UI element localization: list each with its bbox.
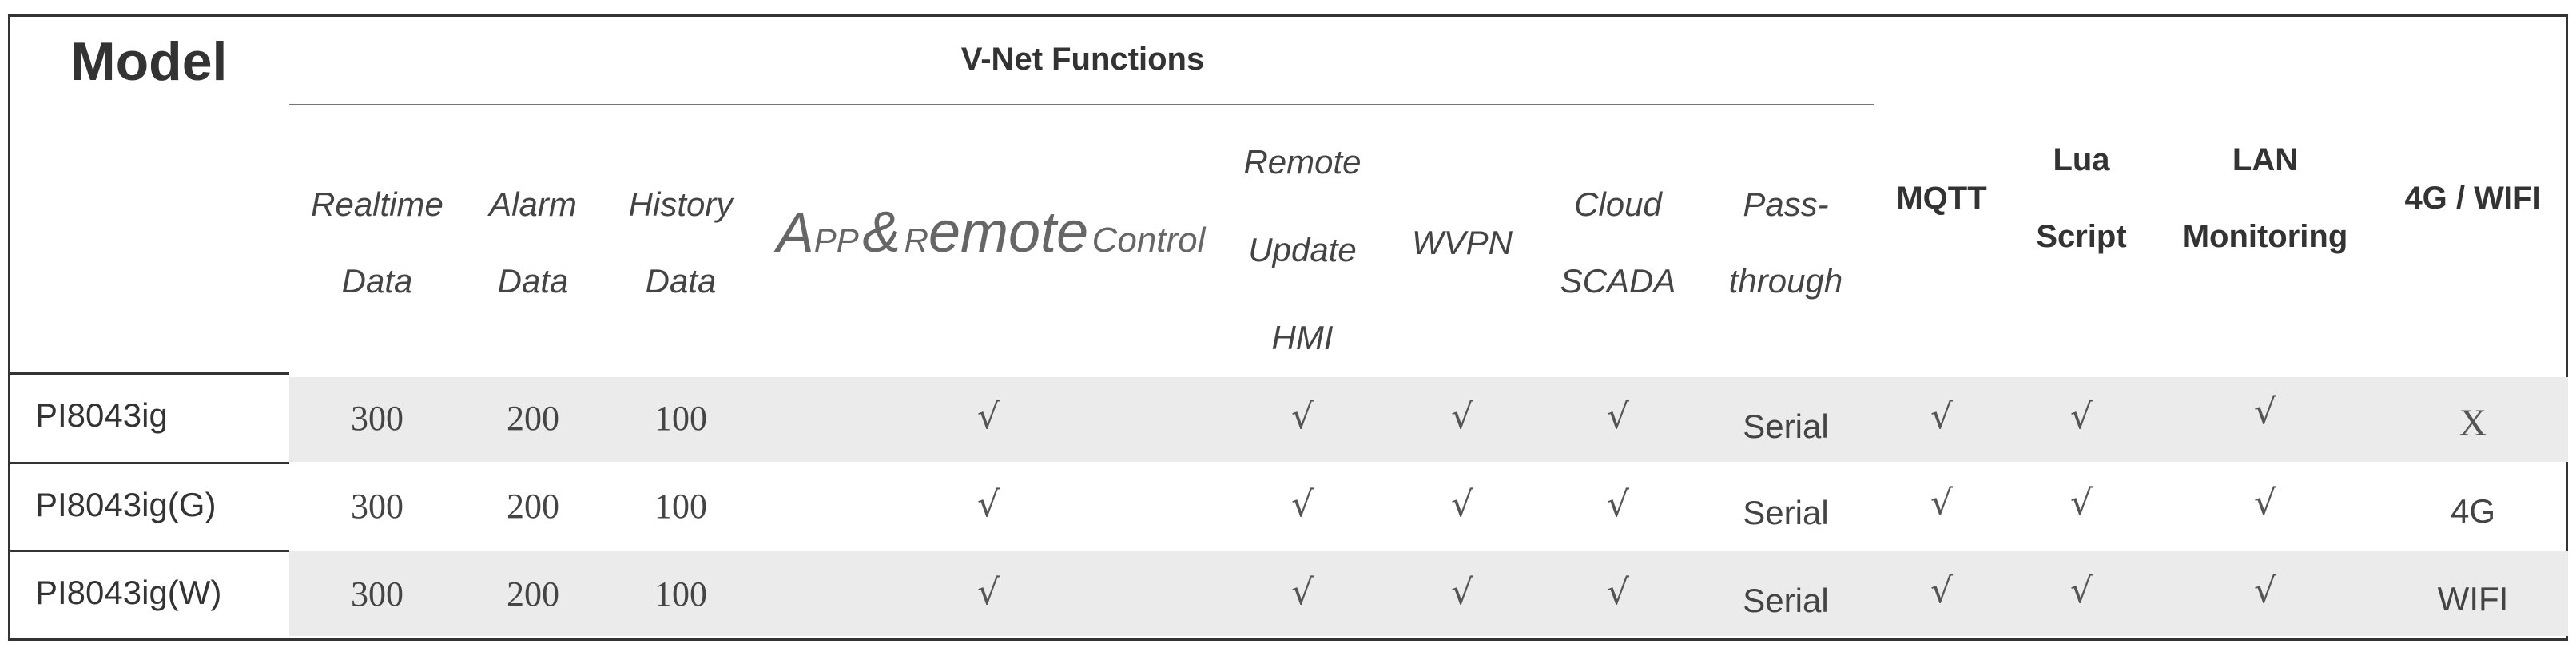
app-check: √: [976, 484, 1000, 525]
col-label-line: Update: [1248, 231, 1357, 268]
comparison-table-frame: [8, 14, 2568, 641]
pass-value: Serial: [1743, 582, 1829, 619]
wvpn-check: √: [1450, 484, 1474, 525]
remote-check: √: [1290, 396, 1314, 437]
history-value: 100: [654, 399, 707, 438]
realtime-value: 300: [351, 574, 403, 614]
col-cloud-scada: Cloud SCADA: [1534, 166, 1702, 320]
control-word: Control: [1091, 221, 1206, 260]
vnet-functions-title: V-Net Functions: [960, 42, 1205, 77]
col-lua-script: Lua Script: [2013, 121, 2149, 275]
lan-check: √: [2253, 392, 2277, 432]
ampersand: &: [862, 201, 901, 264]
pass-value: Serial: [1743, 408, 1829, 445]
col-label-line: Cloud: [1574, 185, 1662, 223]
network-value: 4G: [2450, 492, 2496, 530]
app-check: √: [976, 572, 1000, 613]
model-name: PI8043ig(G): [35, 486, 217, 523]
remote-rest: emote: [928, 201, 1089, 264]
model-column-title: Model: [70, 31, 228, 92]
remote-check: √: [1290, 484, 1314, 525]
col-label-line: Data: [645, 262, 717, 300]
col-label-line: Pass-: [1743, 185, 1829, 223]
realtime-value: 300: [351, 487, 403, 526]
pass-value: Serial: [1743, 494, 1829, 531]
col-label-line: WVPN: [1412, 224, 1513, 261]
network-value: WIFI: [2437, 580, 2509, 618]
cloud-check: √: [1606, 484, 1630, 525]
history-value: 100: [654, 487, 707, 526]
col-label-line: Remote: [1243, 143, 1362, 181]
col-label-line: Realtime: [311, 185, 443, 223]
col-label-line: MQTT: [1896, 181, 1987, 216]
mqtt-check: √: [1930, 483, 1954, 523]
model-name: PI8043ig: [35, 396, 168, 434]
alarm-value: 200: [507, 574, 559, 614]
col-app-remote-control: APP & Remote Control: [777, 200, 1205, 265]
col-label-line: Alarm: [489, 185, 577, 223]
lua-check: √: [2069, 483, 2093, 523]
realtime-value: 300: [351, 399, 403, 438]
cloud-check: √: [1606, 572, 1630, 613]
col-4g-wifi: 4G / WIFI: [2381, 160, 2565, 237]
alarm-value: 200: [507, 399, 559, 438]
mqtt-check: √: [1930, 396, 1954, 437]
col-label-line: 4G / WIFI: [2404, 181, 2542, 216]
model-separator: [8, 550, 289, 552]
col-label-line: History: [628, 185, 733, 223]
col-remote-update-hmi: Remote Update HMI: [1214, 118, 1390, 382]
col-label-line: Data: [497, 262, 569, 300]
col-mqtt: MQTT: [1870, 160, 2013, 237]
lan-check: √: [2253, 483, 2277, 523]
model-separator: [8, 462, 289, 464]
app-small-caps: PP: [813, 221, 859, 259]
col-label-line: LAN: [2232, 142, 2299, 177]
lua-check: √: [2069, 396, 2093, 437]
network-value: X: [2459, 402, 2487, 444]
mqtt-check: √: [1930, 570, 1954, 611]
col-label-line: Monitoring: [2182, 219, 2348, 254]
app-letter: A: [777, 201, 814, 264]
col-lan-monitoring: LAN Monitoring: [2149, 121, 2381, 275]
col-realtime-data: Realtime Data: [297, 166, 457, 320]
wvpn-check: √: [1450, 572, 1474, 613]
vnet-group-rule: [289, 104, 1874, 105]
col-label-line: HMI: [1271, 319, 1334, 356]
model-name: PI8043ig(W): [35, 574, 222, 611]
remote-letter: R: [904, 221, 929, 259]
wvpn-check: √: [1450, 396, 1474, 437]
col-pass-through: Pass- through: [1702, 166, 1870, 320]
app-check: √: [976, 396, 1000, 437]
alarm-value: 200: [507, 487, 559, 526]
history-value: 100: [654, 574, 707, 614]
col-label-line: Script: [2036, 219, 2127, 254]
col-label-line: Lua: [2053, 142, 2110, 177]
row-background: [289, 377, 2568, 462]
col-label-line: Data: [341, 262, 413, 300]
col-alarm-data: Alarm Data: [465, 166, 601, 320]
model-separator: [8, 372, 289, 375]
col-label-line: SCADA: [1560, 262, 1676, 300]
cloud-check: √: [1606, 396, 1630, 437]
remote-check: √: [1290, 572, 1314, 613]
col-label-line: through: [1728, 262, 1843, 300]
lan-check: √: [2253, 570, 2277, 611]
col-wvpn: WVPN: [1390, 205, 1534, 281]
col-history-data: History Data: [609, 166, 753, 320]
lua-check: √: [2069, 570, 2093, 611]
row-background: [289, 551, 2568, 636]
